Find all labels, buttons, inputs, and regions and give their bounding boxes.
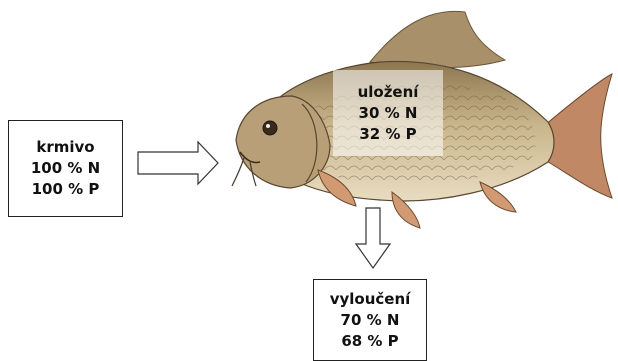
excretion-n: 70 % N bbox=[341, 310, 400, 331]
feed-box: krmivo 100 % N 100 % P bbox=[8, 120, 123, 217]
deposition-label: uložení 30 % N 32 % P bbox=[333, 70, 443, 156]
deposition-n: 30 % N bbox=[359, 103, 418, 124]
deposition-title: uložení bbox=[358, 82, 419, 103]
excretion-p: 68 % P bbox=[341, 331, 398, 352]
feed-title: krmivo bbox=[36, 137, 94, 158]
excretion-title: vyloučení bbox=[330, 289, 411, 310]
deposition-p: 32 % P bbox=[359, 124, 416, 145]
feed-p: 100 % P bbox=[32, 179, 100, 200]
feed-n: 100 % N bbox=[31, 158, 100, 179]
arrow-down-icon bbox=[356, 208, 390, 268]
excretion-box: vyloučení 70 % N 68 % P bbox=[313, 279, 427, 361]
arrow-right-icon bbox=[138, 142, 218, 184]
